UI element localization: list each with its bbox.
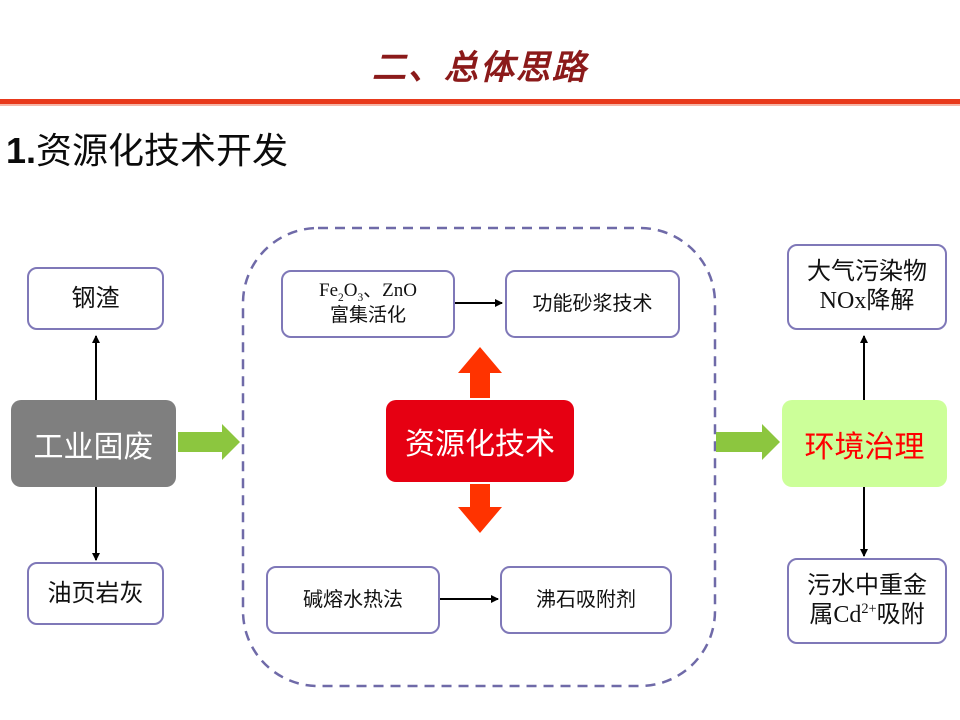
resource-tech-group-outline bbox=[241, 226, 717, 688]
resource-tech-box: 资源化技术 bbox=[386, 400, 574, 482]
cd-text: 属Cd bbox=[809, 602, 862, 628]
cd-charge: 2+ bbox=[861, 601, 877, 617]
alkali-fusion-box: 碱熔水热法 bbox=[266, 566, 440, 634]
o-text: O bbox=[343, 279, 358, 301]
resource-tech-label: 资源化技术 bbox=[405, 427, 555, 462]
industrial-solid-waste-label: 工业固废 bbox=[33, 429, 154, 465]
nox-degradation-box: 大气污染物 NOx降解 bbox=[787, 244, 947, 330]
environmental-governance-box: 环境治理 bbox=[782, 400, 947, 487]
section-heading: 1.资源化技术开发 bbox=[6, 122, 288, 174]
oil-shale-ash-box: 油页岩灰 bbox=[27, 562, 164, 625]
cd-adsorption-box: 污水中重金 属Cd2+吸附 bbox=[787, 558, 947, 644]
fe-subscript: 2 bbox=[338, 291, 344, 304]
title-divider-shadow bbox=[0, 104, 960, 106]
fe-zn-enrichment-box: Fe2O3、ZnO 富集活化 bbox=[281, 270, 455, 338]
red-arrow-down bbox=[458, 484, 502, 533]
functional-mortar-label: 功能砂浆技术 bbox=[532, 293, 653, 315]
industrial-solid-waste-box: 工业固废 bbox=[11, 400, 176, 487]
zeolite-adsorbent-box: 沸石吸附剂 bbox=[500, 566, 672, 634]
air-pollutant-label: 大气污染物 bbox=[807, 259, 927, 286]
o-subscript: 3 bbox=[357, 291, 364, 304]
zno-text: 、ZnO bbox=[363, 279, 417, 301]
steel-slag-label: 钢渣 bbox=[71, 284, 120, 313]
zeolite-adsorbent-label: 沸石吸附剂 bbox=[536, 589, 636, 611]
steel-slag-box: 钢渣 bbox=[27, 267, 164, 330]
green-arrow-left bbox=[178, 424, 240, 460]
alkali-fusion-label: 碱熔水热法 bbox=[303, 589, 403, 611]
section-number: 1. bbox=[6, 130, 37, 171]
cd-adsorption-label: 属Cd2+吸附 bbox=[809, 601, 924, 630]
functional-mortar-box: 功能砂浆技术 bbox=[505, 270, 680, 338]
oil-shale-ash-label: 油页岩灰 bbox=[47, 579, 144, 608]
red-arrow-up bbox=[458, 347, 502, 398]
environmental-governance-label: 环境治理 bbox=[804, 429, 925, 465]
section-heading-text: 资源化技术开发 bbox=[36, 131, 289, 172]
slide-title: 二、总体思路 bbox=[372, 48, 588, 88]
nox-label: NOx降解 bbox=[819, 288, 915, 314]
fe-text: Fe bbox=[319, 279, 339, 301]
enrichment-activation-label: 富集活化 bbox=[329, 305, 406, 327]
fe-zn-formula: Fe2O3、ZnO bbox=[319, 280, 417, 305]
adsorption-text: 吸附 bbox=[876, 602, 925, 628]
title-divider bbox=[0, 99, 960, 104]
wastewater-heavy-metal-label: 污水中重金 bbox=[807, 573, 927, 600]
green-arrow-right bbox=[716, 424, 780, 460]
